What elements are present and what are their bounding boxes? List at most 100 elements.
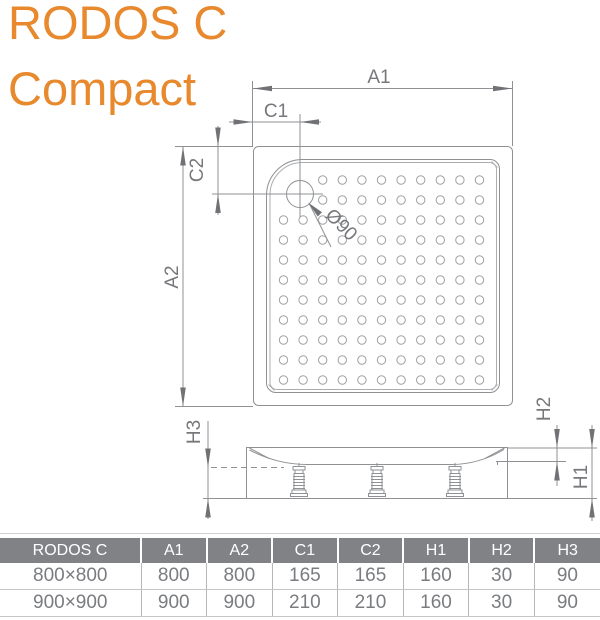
dim-label-c1: C1 <box>264 101 288 122</box>
antislip-dot <box>474 315 485 325</box>
dim-value-cell: 900 <box>206 589 273 617</box>
antislip-dot <box>318 335 328 345</box>
dim-arrow-icon <box>493 85 512 92</box>
antislip-dot <box>396 235 406 245</box>
antislip-dot <box>376 175 387 185</box>
antislip-dot <box>396 215 406 225</box>
dim-value-cell: 160 <box>402 589 469 617</box>
dim-arrow-icon <box>589 498 595 518</box>
antislip-dot <box>455 375 465 385</box>
tray-rim-inner <box>269 162 498 390</box>
antislip-dot <box>357 315 367 325</box>
antislip-dot <box>416 375 426 385</box>
antislip-dot <box>337 295 347 305</box>
antislip-dot <box>435 275 445 285</box>
dimension-lines-side-view <box>205 421 595 521</box>
dim-column-header: A1 <box>140 538 207 563</box>
antislip-dot <box>435 235 445 245</box>
antislip-dot <box>474 295 485 305</box>
dim-arrow-icon <box>589 429 595 448</box>
antislip-dot <box>455 195 465 205</box>
product-title-line2: Compact <box>8 62 197 115</box>
antislip-dot <box>435 195 445 205</box>
antislip-dot-grid <box>278 175 485 385</box>
antislip-dot <box>298 235 308 245</box>
antislip-dot <box>376 295 387 305</box>
dim-arrow-icon <box>554 429 560 448</box>
antislip-dot <box>357 375 367 385</box>
antislip-dot <box>396 335 406 345</box>
antislip-dot <box>298 295 308 305</box>
antislip-dot <box>337 355 347 365</box>
antislip-dot <box>396 275 406 285</box>
antislip-dot <box>435 315 445 325</box>
antislip-dot <box>416 275 426 285</box>
antislip-dot <box>278 315 289 325</box>
antislip-dot <box>376 355 387 365</box>
dim-arrow-icon <box>233 119 253 125</box>
dim-value-cell: 90 <box>533 589 600 617</box>
antislip-dot <box>357 235 367 245</box>
dim-value-cell: 165 <box>337 563 404 590</box>
antislip-dot <box>455 275 465 285</box>
dim-label-h2: H2 <box>534 397 555 421</box>
antislip-dot <box>435 255 445 265</box>
antislip-dot <box>396 375 406 385</box>
antislip-dot <box>455 215 465 225</box>
antislip-dot <box>474 355 485 365</box>
antislip-dot <box>318 195 328 205</box>
antislip-dot <box>455 295 465 305</box>
antislip-dot <box>376 375 387 385</box>
antislip-dot <box>455 255 465 265</box>
dim-label-a2: A2 <box>162 265 183 288</box>
dim-arrow-icon <box>253 85 272 92</box>
antislip-dot <box>298 335 308 345</box>
product-column-header: RODOS C <box>0 538 141 563</box>
corner-tick-marks <box>268 161 498 391</box>
antislip-dot <box>298 255 308 265</box>
antislip-dot <box>318 315 328 325</box>
antislip-dot <box>337 215 347 225</box>
antislip-dot <box>318 175 328 185</box>
antislip-dot <box>376 235 387 245</box>
antislip-dot <box>455 175 465 185</box>
dim-value-cell: 800 <box>206 563 273 590</box>
antislip-dot <box>376 315 387 325</box>
antislip-dot <box>337 375 347 385</box>
dim-arrow-icon <box>205 448 211 468</box>
antislip-dot <box>474 235 485 245</box>
antislip-dot <box>318 295 328 305</box>
antislip-dot <box>416 255 426 265</box>
antislip-dot <box>396 355 406 365</box>
antislip-dot <box>357 175 367 185</box>
dim-arrow-icon <box>554 461 560 481</box>
adjustable-foot <box>290 463 308 497</box>
antislip-dot <box>318 215 328 225</box>
dim-value-cell: 210 <box>337 589 404 617</box>
antislip-dot <box>357 335 367 345</box>
antislip-dot <box>278 335 289 345</box>
dim-column-header: H1 <box>402 538 469 563</box>
dim-column-header: H3 <box>533 538 600 563</box>
dim-value-cell: 165 <box>271 563 338 590</box>
dim-arrow-icon <box>215 127 221 147</box>
tray-rim-outer <box>266 159 500 393</box>
antislip-dot <box>474 215 485 225</box>
antislip-dot <box>357 275 367 285</box>
antislip-dot <box>357 255 367 265</box>
dim-column-header: C1 <box>271 538 338 563</box>
antislip-dot <box>416 315 426 325</box>
product-title-line1: RODOS C <box>8 0 228 49</box>
antislip-dot <box>416 215 426 225</box>
adjustable-feet <box>290 463 464 497</box>
dim-label-h3: H3 <box>184 420 205 444</box>
antislip-dot <box>376 255 387 265</box>
antislip-dot <box>278 235 289 245</box>
antislip-dot <box>298 355 308 365</box>
antislip-dot <box>474 275 485 285</box>
antislip-dot <box>337 275 347 285</box>
antislip-dot <box>455 335 465 345</box>
antislip-dot <box>376 335 387 345</box>
